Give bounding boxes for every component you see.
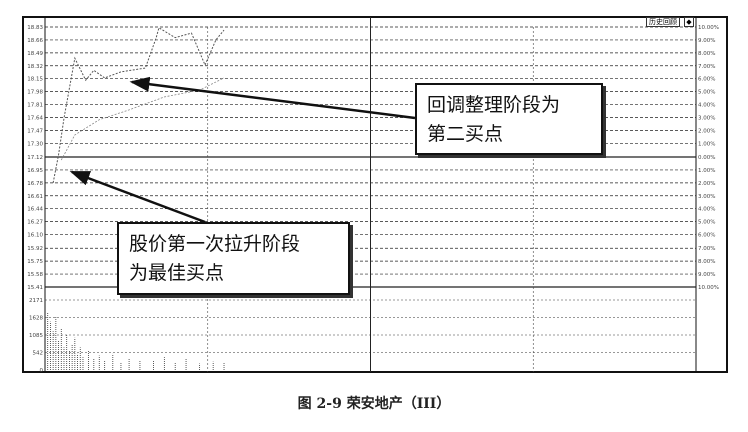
volume-tick-label: 0 <box>40 368 44 374</box>
y-tick-label: 16.78 <box>27 181 43 187</box>
pct-tick-label: 8.00% <box>698 259 715 265</box>
callout-second-buy-point: 回调整理阶段为 第二买点 <box>415 83 603 155</box>
volume-tick-label: 1085 <box>29 333 43 339</box>
pct-tick-label: 5.00% <box>698 220 715 226</box>
pct-tick-label: 4.00% <box>698 103 715 109</box>
y-tick-label: 17.30 <box>27 141 43 147</box>
y-tick-label: 15.41 <box>27 285 43 291</box>
callout-line: 为最佳买点 <box>129 262 225 284</box>
y-tick-label: 17.81 <box>27 103 43 109</box>
pct-tick-label: 8.00% <box>698 51 715 57</box>
y-tick-label: 17.98 <box>27 90 43 96</box>
pct-tick-label: 5.00% <box>698 90 715 96</box>
y-tick-label: 18.15 <box>27 77 43 83</box>
pct-tick-label: 1.00% <box>698 168 715 174</box>
y-tick-label: 15.92 <box>27 246 43 252</box>
chart-frame <box>22 16 728 373</box>
pct-tick-label: 3.00% <box>698 194 715 200</box>
callout-line: 第二买点 <box>427 123 504 145</box>
y-tick-label: 17.47 <box>27 128 43 134</box>
pct-tick-label: 1.00% <box>698 141 715 147</box>
price-line <box>52 26 225 183</box>
pct-tick-label: 9.00% <box>698 272 715 278</box>
y-tick-label: 16.95 <box>27 168 43 174</box>
y-tick-label: 17.64 <box>27 115 43 121</box>
callout-best-buy-point: 股价第一次拉升阶段 为最佳买点 <box>117 222 350 295</box>
pct-tick-label: 6.00% <box>698 77 715 83</box>
y-tick-label: 18.32 <box>27 64 43 70</box>
intraday-chart: 18.83 10.00% 18.66 9.00% 18.49 8.00% 18.32 7.00… <box>22 16 728 374</box>
y-tick-label: 16.61 <box>27 194 43 200</box>
y-tick-label: 17.12 <box>27 155 43 161</box>
arrow-second-buy-point <box>129 76 416 120</box>
pct-tick-label: 2.00% <box>698 128 715 134</box>
pct-tick-label: 0.00% <box>698 155 715 161</box>
figure-caption: 图 2-9 荣安地产（III） <box>297 396 451 412</box>
y-tick-label: 18.49 <box>27 51 43 57</box>
y-tick-label: 16.27 <box>27 220 43 226</box>
pct-tick-label: 3.00% <box>698 115 715 121</box>
y-tick-label: 15.58 <box>27 272 43 278</box>
pct-tick-label: 10.00% <box>698 25 719 31</box>
pct-tick-label: 10.00% <box>698 285 719 291</box>
pct-tick-label: 2.00% <box>698 181 715 187</box>
y-tick-label: 16.10 <box>27 233 43 239</box>
volume-tick-label: 542 <box>33 351 44 357</box>
volume-tick-label: 1628 <box>29 316 43 322</box>
pct-tick-label: 6.00% <box>698 233 715 239</box>
toggle-icon[interactable]: ◆ <box>684 17 694 27</box>
pct-tick-label: 7.00% <box>698 64 715 70</box>
pct-tick-label: 9.00% <box>698 38 715 44</box>
y-tick-label: 18.83 <box>27 25 43 31</box>
y-tick-label: 15.75 <box>27 259 43 265</box>
callout-line: 回调整理阶段为 <box>427 94 561 116</box>
y-tick-label: 16.44 <box>27 207 43 213</box>
arrow-best-buy-point <box>69 170 206 224</box>
pct-tick-label: 7.00% <box>698 246 715 252</box>
callout-line: 股价第一次拉升阶段 <box>129 233 301 255</box>
history-review-button[interactable]: 历史回顾 <box>646 17 680 27</box>
volume-tick-label: 2171 <box>29 298 43 304</box>
y-tick-label: 18.66 <box>27 38 43 44</box>
pct-tick-label: 4.00% <box>698 207 715 213</box>
